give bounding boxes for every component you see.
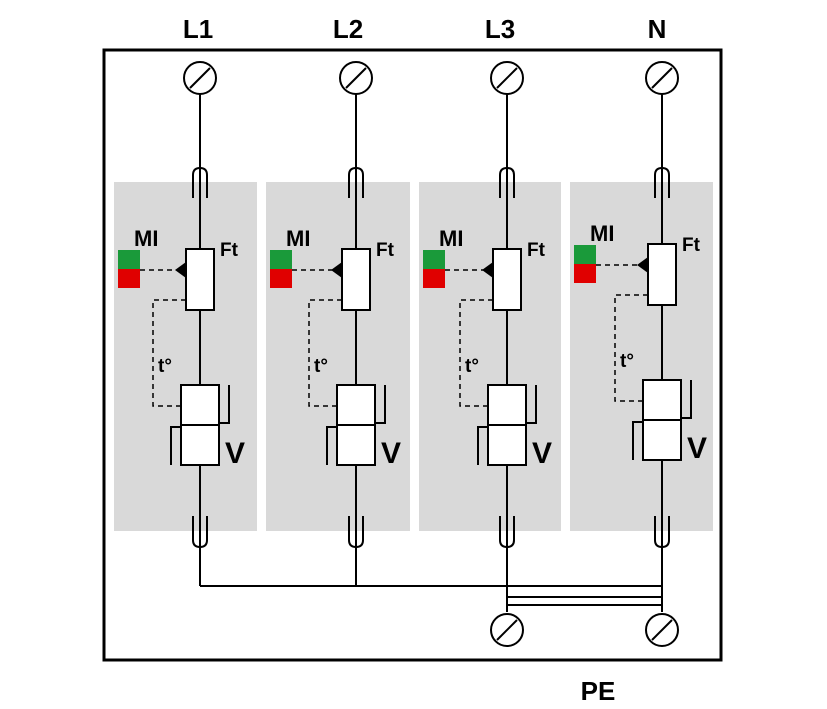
module-l3: MI Ft t° V [419,61,561,549]
varistor-icon [326,384,386,466]
indicator-label: MI [286,226,310,251]
module-body [419,182,561,531]
indicator-label: MI [590,221,614,246]
module-body [570,182,713,531]
thermal-link [152,299,186,407]
enclosure-frame [102,48,723,662]
thermal-link [459,299,493,407]
pe-bus [199,549,663,612]
screw-terminal-icon [645,61,679,95]
terminal-label-n: N [648,14,667,44]
varistor-label: V [225,437,245,470]
connector-bottom-icon [654,516,670,549]
screw-terminal-icon [490,613,524,647]
arrow-left-icon [331,262,342,278]
thermal-link [308,299,342,407]
indicator-label: MI [134,226,158,251]
screw-terminal-icon [339,61,373,95]
connector-top-icon [192,166,208,198]
surge-modules: MI Ft t° V MI Ft t° V MI Ft t° V MI Ft t° V [114,61,713,549]
fuse-label: Ft [527,240,546,261]
varistor-icon [632,379,692,461]
thermal-label: t° [465,356,479,377]
fuse-label: Ft [682,235,701,256]
status-indicator-icon [270,250,292,288]
thermal-label: t° [314,356,328,377]
terminal-label-l3: L3 [485,14,515,44]
status-indicator-icon [423,250,445,288]
connector-top-icon [348,166,364,198]
fuse-icon [185,248,215,311]
fuse-label: Ft [376,240,395,261]
status-indicator-icon [574,245,596,283]
module-l2: MI Ft t° V [266,61,410,549]
thermal-label: t° [620,351,634,372]
thermal-label: t° [158,356,172,377]
varistor-icon [477,384,537,466]
connector-bottom-icon [192,516,208,549]
varistor-icon [170,384,230,466]
screw-terminal-icon [490,61,524,95]
connector-top-icon [654,166,670,198]
varistor-label: V [532,437,552,470]
fuse-icon [492,248,522,311]
fuse-icon [647,243,677,306]
pe-terminal-1 [490,613,524,647]
connector-top-icon [499,166,515,198]
arrow-left-icon [482,262,493,278]
fuse-label: Ft [220,240,239,261]
screw-terminal-icon [645,613,679,647]
status-indicator-icon [118,250,140,288]
terminal-label-l2: L2 [333,14,363,44]
module-l1: MI Ft t° V [114,61,257,549]
pe-label: PE [581,676,616,706]
connector-bottom-icon [348,516,364,549]
screw-terminal-icon [183,61,217,95]
indicator-label: MI [439,226,463,251]
connector-bottom-icon [499,516,515,549]
pe-terminal-2 [645,613,679,647]
fuse-icon [341,248,371,311]
module-body [266,182,410,531]
arrow-left-icon [637,257,648,273]
terminal-label-l1: L1 [183,14,213,44]
module-n: MI Ft t° V [570,61,713,549]
thermal-link [614,294,648,402]
arrow-left-icon [175,262,186,278]
varistor-label: V [381,437,401,470]
varistor-label: V [687,432,707,465]
module-body [114,182,257,531]
